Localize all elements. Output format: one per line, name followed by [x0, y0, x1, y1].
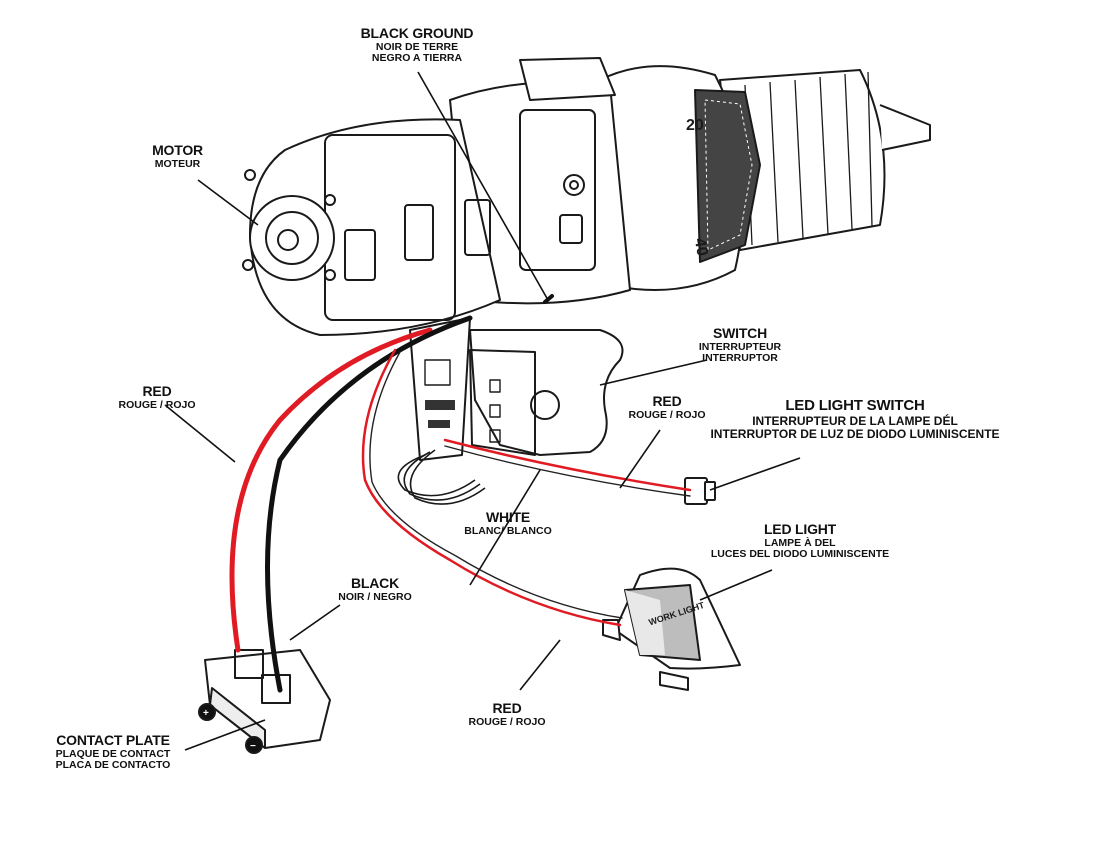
- clutch-marking-20: 20: [686, 117, 704, 134]
- ribbon-cable: [397, 449, 486, 505]
- wire-red-led-light: [361, 348, 622, 627]
- wire-red-battery: [229, 327, 433, 653]
- label-motor-fr: MOTEUR: [154, 157, 201, 170]
- label-red-top-title: RED: [652, 393, 682, 409]
- label-contact-plate: CONTACT PLATE PLAQUE DE CONTACT PLACA DE…: [48, 732, 178, 772]
- label-switch-fr: INTERRUPTEUR: [698, 340, 782, 353]
- label-led-light: LED LIGHT LAMPE À DEL LUCES DEL DIODO LU…: [700, 521, 900, 561]
- label-switch-title: SWITCH: [712, 325, 767, 341]
- leader-lines: [164, 71, 801, 751]
- trigger-switch: [469, 329, 624, 456]
- label-motor-title: MOTOR: [152, 142, 203, 158]
- label-black: BLACK NOIR / NEGRO: [325, 575, 425, 603]
- label-black-ground-fr: NOIR DE TERRE: [375, 40, 459, 53]
- label-red-left-title: RED: [142, 383, 172, 399]
- wire-black-battery: [265, 315, 473, 693]
- circuit-board: [409, 317, 471, 461]
- label-led-light-switch-es: INTERRUPTOR DE LUZ DE DIODO LUMINISCENTE: [710, 427, 1000, 442]
- label-led-light-fr: LAMPE À DEL: [764, 536, 836, 549]
- label-led-light-es: LUCES DEL DIODO LUMINISCENTE: [710, 548, 890, 561]
- label-red-left-sub: ROUGE / ROJO: [118, 398, 196, 411]
- label-led-light-switch-fr: INTERRUPTEUR DE LA LAMPE DÉL: [752, 413, 958, 428]
- label-white-sub: BLANC/ BLANCO: [464, 524, 552, 537]
- clutch-marking-40: 40: [691, 237, 711, 258]
- label-motor: MOTOR MOTEUR: [140, 142, 215, 170]
- wire-white-led-light: [369, 351, 623, 619]
- led-switch-connector: [684, 477, 716, 505]
- label-white-title: WHITE: [485, 509, 531, 525]
- label-black-ground-es: NEGRO A TIERRA: [371, 52, 463, 65]
- gearbox: [449, 57, 631, 305]
- label-red-bottom: RED ROUGE / ROJO: [462, 700, 552, 728]
- plus-sign: +: [203, 708, 209, 719]
- led-light: WORK LIGHT: [602, 567, 741, 691]
- contact-plate: + −: [198, 649, 331, 754]
- label-contact-plate-title: CONTACT PLATE: [56, 732, 170, 748]
- label-white: WHITE BLANC/ BLANCO: [458, 509, 558, 537]
- wire-black-ground: [543, 294, 554, 304]
- label-led-light-switch-title: LED LIGHT SWITCH: [785, 397, 925, 414]
- label-switch-es: INTERRUPTOR: [702, 352, 778, 365]
- label-black-sub: NOIR / NEGRO: [338, 590, 412, 603]
- label-contact-plate-fr: PLAQUE DE CONTACT: [55, 747, 171, 760]
- wire-white-led-switch: [444, 445, 691, 497]
- label-switch: SWITCH INTERRUPTEUR INTERRUPTOR: [690, 325, 790, 365]
- label-led-light-switch: LED LIGHT SWITCH INTERRUPTEUR DE LA LAMP…: [700, 397, 1010, 442]
- label-led-light-title: LED LIGHT: [763, 521, 837, 537]
- label-red-bottom-sub: ROUGE / ROJO: [468, 715, 546, 728]
- label-red-top-sub: ROUGE / ROJO: [628, 408, 706, 421]
- motor: [242, 118, 501, 336]
- label-red-bottom-title: RED: [492, 700, 522, 716]
- label-black-ground: BLACK GROUND NOIR DE TERRE NEGRO A TIERR…: [352, 25, 482, 65]
- label-contact-plate-es: PLACA DE CONTACTO: [55, 759, 171, 772]
- minus-sign: −: [250, 741, 256, 752]
- label-black-title: BLACK: [351, 575, 399, 591]
- label-red-top: RED ROUGE / ROJO: [622, 393, 712, 421]
- label-black-ground-title: BLACK GROUND: [360, 25, 474, 41]
- clutch-collar: 20 40: [599, 65, 761, 291]
- label-red-left: RED ROUGE / ROJO: [112, 383, 202, 411]
- wire-red-led-switch: [443, 438, 692, 492]
